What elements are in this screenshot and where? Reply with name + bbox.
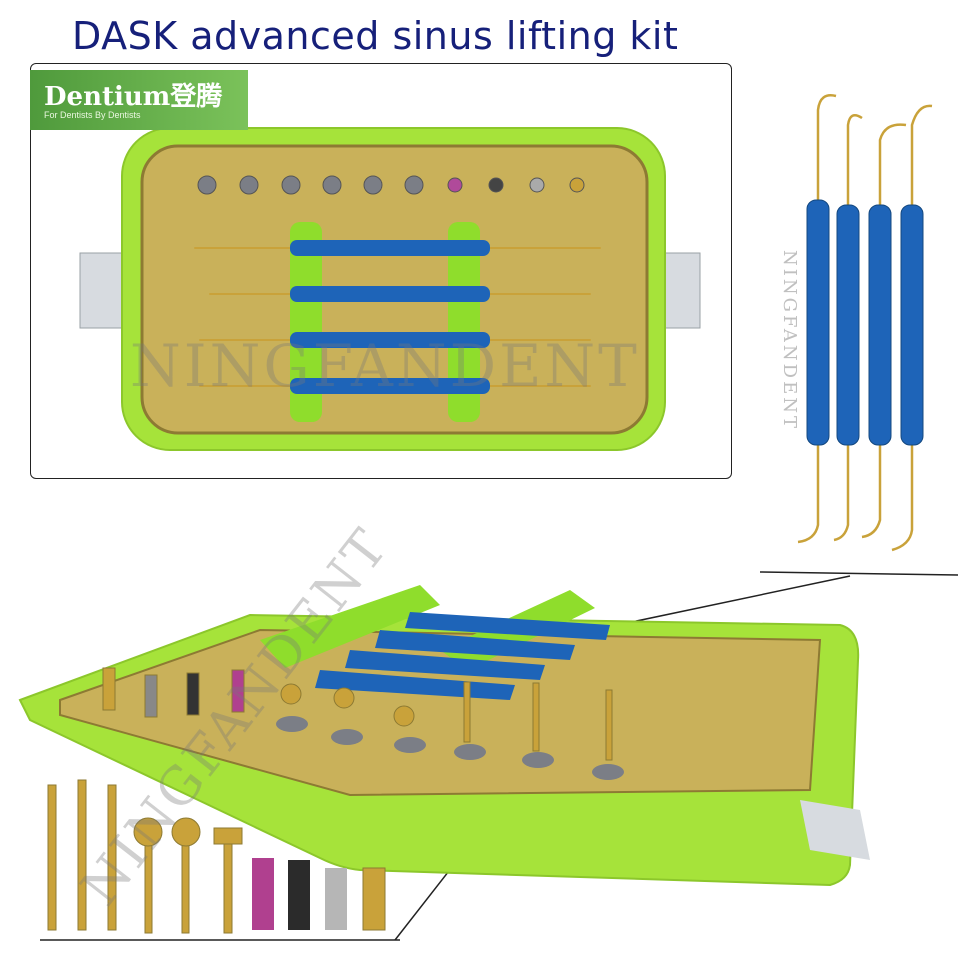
watermark-top: NINGFANDENT [130,332,640,400]
watermark-right: NINGFANDENT [779,250,800,431]
bottom-kit-tray [18,585,870,887]
brand-logo: Dentium登腾 For Dentists By Dentists [30,70,248,130]
logo-brand-text: Dentium登腾 [44,82,223,112]
top-kit-tray [79,127,701,451]
page-title: DASK advanced sinus lifting kit [72,14,679,58]
vertical-instruments [797,94,933,552]
loose-drill-bits [47,779,386,934]
logo-tagline: For Dentists By Dentists [44,110,141,120]
top-photo-frame [30,63,732,479]
